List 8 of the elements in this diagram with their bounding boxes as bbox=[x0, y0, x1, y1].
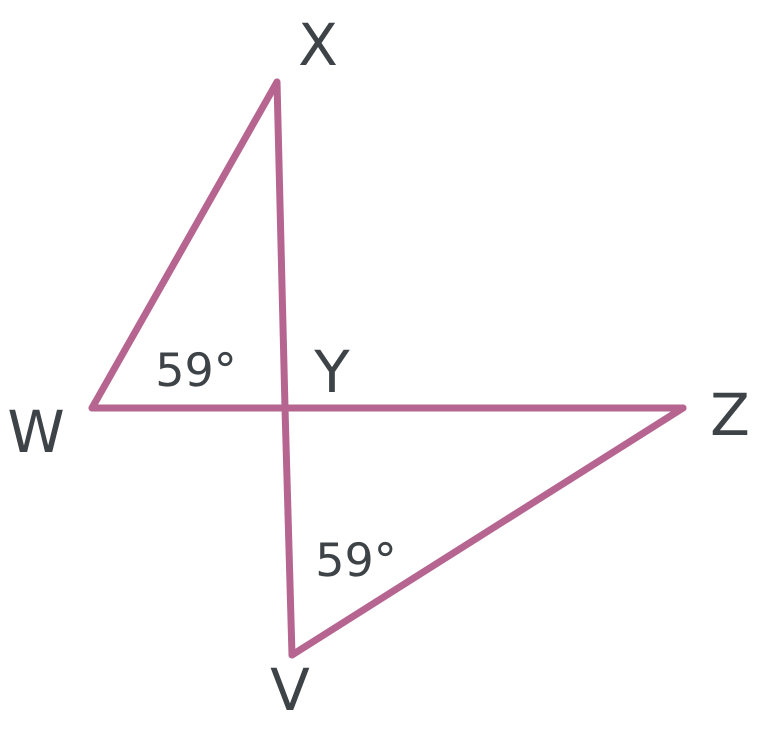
angle-label: 59° bbox=[155, 347, 237, 393]
vertex-label: V bbox=[270, 661, 310, 719]
vertex-label: Y bbox=[314, 343, 350, 401]
angle-label: 59° bbox=[315, 537, 397, 583]
vertex-label: Z bbox=[710, 386, 750, 444]
vertex-label: X bbox=[298, 16, 338, 74]
vertex-label: W bbox=[7, 403, 65, 461]
line-segment bbox=[288, 404, 686, 658]
